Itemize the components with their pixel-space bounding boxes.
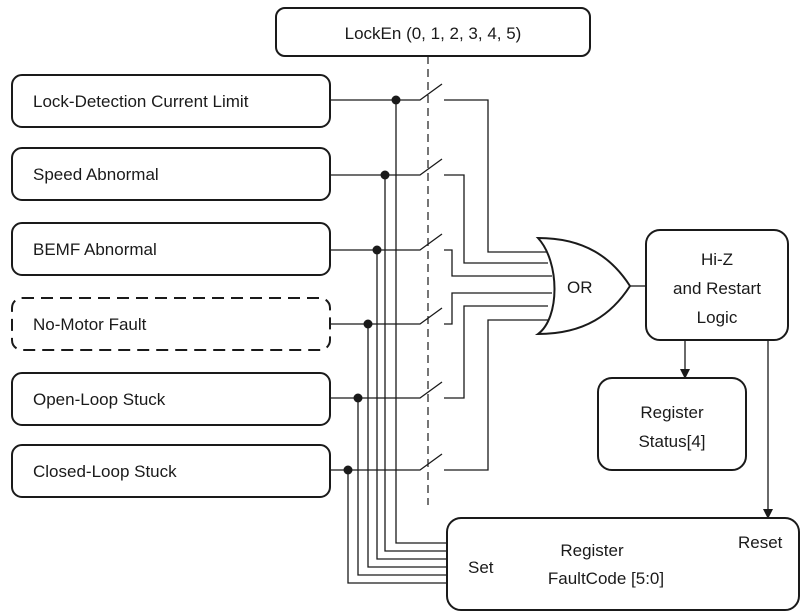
fault-label-bemf-abnormal: BEMF Abnormal <box>33 240 157 259</box>
faultcode-register-line2: FaultCode [5:0] <box>548 569 664 588</box>
junction-dot <box>391 95 401 105</box>
switch-row-no-motor <box>330 292 552 325</box>
hiz-line3: Logic <box>697 308 738 327</box>
junction-dot <box>380 170 390 180</box>
fault-label-no-motor: No-Motor Fault <box>33 315 147 334</box>
set-input-label: Set <box>468 558 494 577</box>
set-bus-wires <box>343 95 447 584</box>
status-register-line1: Register <box>640 403 704 422</box>
switch-row-speed-abnormal <box>330 158 548 264</box>
or-gate: OR <box>534 236 632 336</box>
status-register-line2: Status[4] <box>638 432 705 451</box>
fault-label-speed-abnormal: Speed Abnormal <box>33 165 159 184</box>
fault-box-lock-detection: Lock-Detection Current Limit <box>11 74 331 128</box>
fault-box-closed-loop: Closed-Loop Stuck <box>11 444 331 498</box>
fault-box-bemf-abnormal: BEMF Abnormal <box>11 222 331 276</box>
junction-dot <box>372 245 382 255</box>
lockenable-box: LockEn (0, 1, 2, 3, 4, 5) <box>275 7 591 57</box>
junction-dot <box>363 319 373 329</box>
switch-row-closed-loop <box>330 319 548 471</box>
status-register-box: Register Status[4] <box>597 377 747 471</box>
fault-label-closed-loop: Closed-Loop Stuck <box>33 462 177 481</box>
switch-row-lock-detection <box>330 83 548 253</box>
switch-row-bemf-abnormal <box>330 233 552 277</box>
junction-dot <box>353 393 363 403</box>
fault-label-lock-detection: Lock-Detection Current Limit <box>33 92 249 111</box>
fault-box-speed-abnormal: Speed Abnormal <box>11 147 331 201</box>
or-gate-label: OR <box>567 278 593 297</box>
hiz-line1: Hi-Z <box>701 250 733 269</box>
fault-box-no-motor: No-Motor Fault <box>11 297 331 351</box>
faultcode-register-box: Set Register FaultCode [5:0] Reset <box>446 517 800 611</box>
hiz-restart-logic-box: Hi-Z and Restart Logic <box>645 229 789 341</box>
faultcode-register-line1: Register <box>560 541 624 560</box>
reset-input-label: Reset <box>738 533 783 552</box>
fault-box-open-loop: Open-Loop Stuck <box>11 372 331 426</box>
hiz-line2: and Restart <box>673 279 761 298</box>
fault-label-open-loop: Open-Loop Stuck <box>33 390 166 409</box>
junction-dot <box>343 465 353 475</box>
lockenable-label: LockEn (0, 1, 2, 3, 4, 5) <box>345 24 522 43</box>
